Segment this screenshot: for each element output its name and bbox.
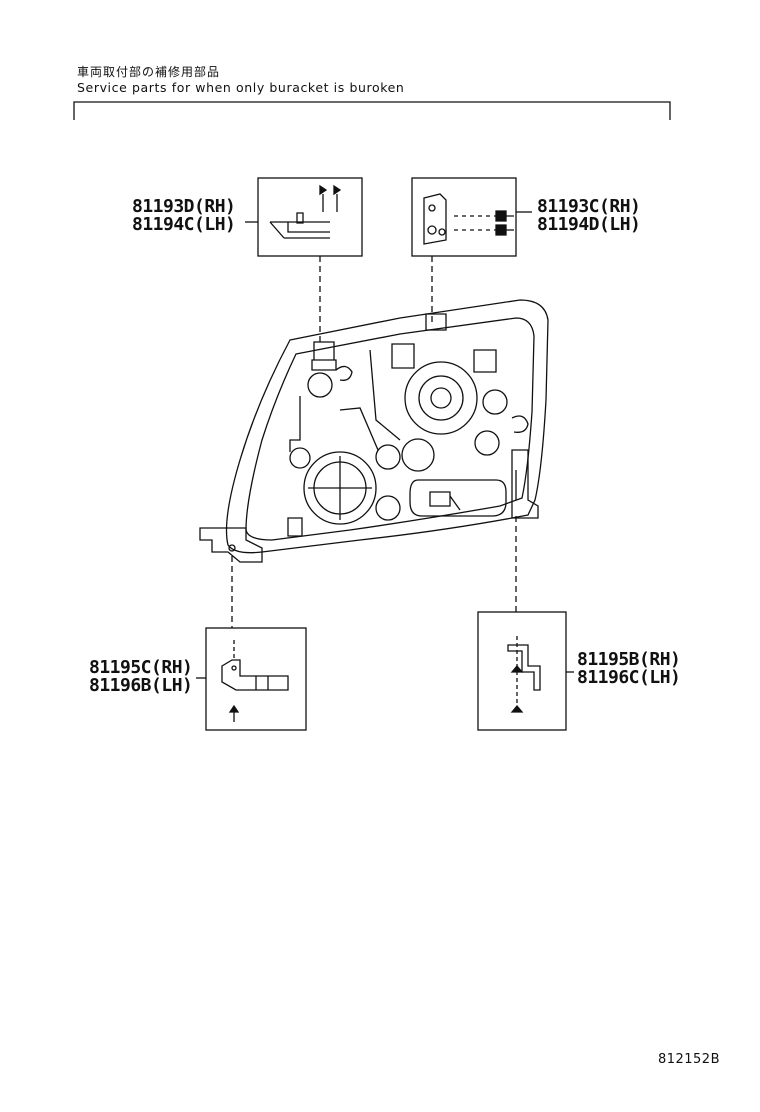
parts-box-bottom-right (477, 611, 574, 731)
header-bracket-line (73, 101, 671, 120)
part-number-top-right-rh: 81193C(RH) (537, 196, 641, 217)
header-title-english: Service parts for when only buracket is … (77, 80, 405, 95)
part-number-bottom-right-lh: 81196C(LH) (577, 667, 681, 688)
headlamp-assembly (199, 299, 549, 563)
parts-box-top-left (245, 177, 363, 257)
parts-box-bottom-left (196, 627, 307, 731)
part-number-bottom-left-lh: 81196B(LH) (89, 675, 193, 696)
parts-box-top-right (411, 177, 532, 257)
part-number-top-right-lh: 81194D(LH) (537, 214, 641, 235)
dashed-link-lines (231, 256, 517, 628)
part-number-top-left-rh: 81193D(RH) (132, 196, 236, 217)
figure-id: 812152B (657, 1052, 720, 1067)
part-number-bottom-right-rh: 81195B(RH) (577, 649, 681, 670)
header-title-japanese: 車両取付部の補修用部品 (77, 65, 221, 79)
part-number-bottom-left-rh: 81195C(RH) (89, 657, 193, 678)
part-number-top-left-lh: 81194C(LH) (132, 214, 236, 235)
